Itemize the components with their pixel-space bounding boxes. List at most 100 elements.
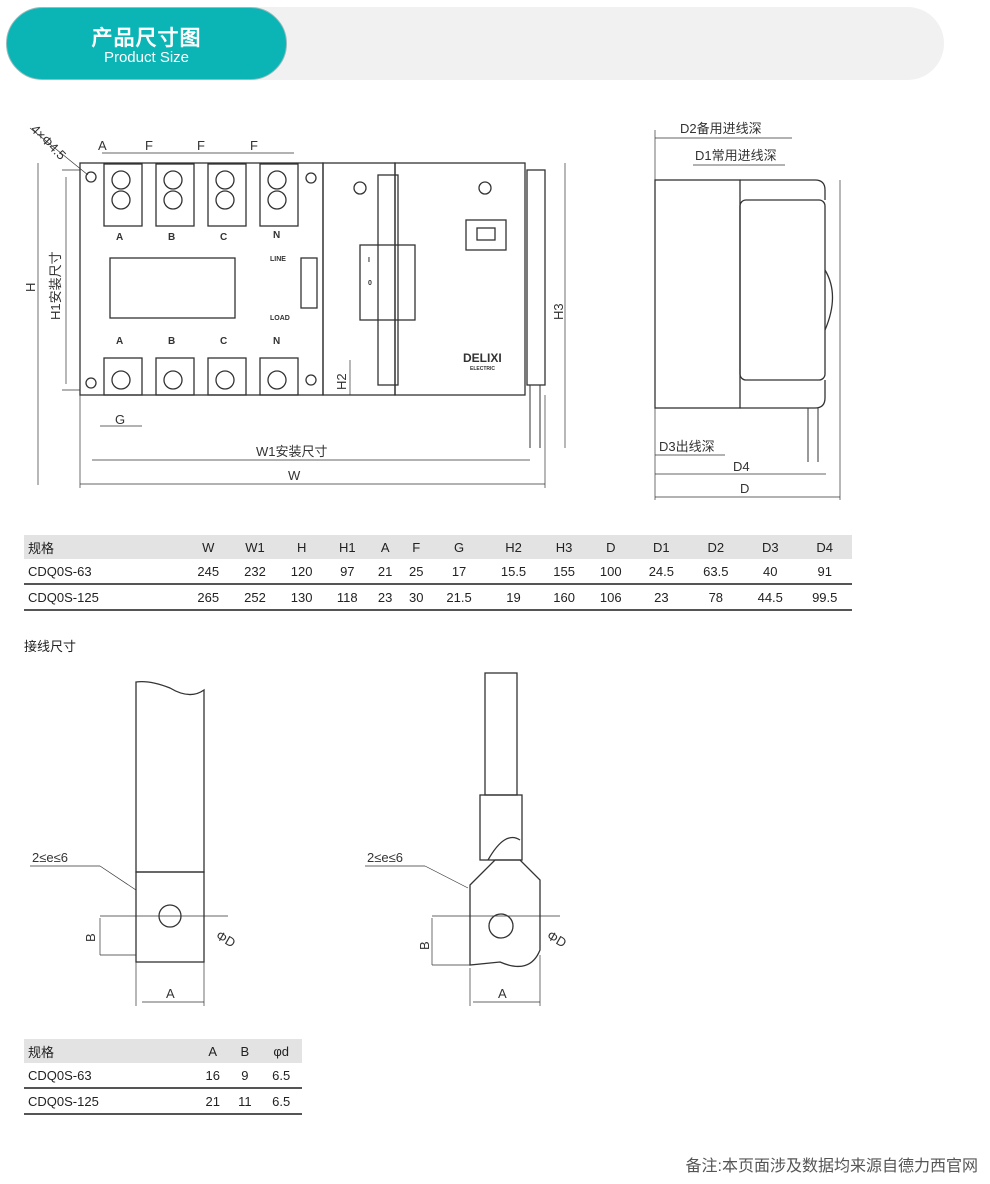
dim-h1: H1安装尺寸 [48,251,63,320]
cell: 24.5 [634,559,689,585]
dim-phid: ΦD [214,928,239,951]
cell: 21 [196,1088,230,1115]
phase-b-bottom: B [168,336,175,347]
cell: 78 [688,584,744,611]
dim-f1: F [145,138,153,153]
cell: 232 [231,559,279,585]
col-header: 规格 [24,535,185,559]
dim-w: W [288,468,301,483]
phase-b-top: B [168,232,175,243]
wiring-title: 接线尺寸 [24,639,77,654]
cell: 6.5 [260,1088,302,1115]
cell: 130 [278,584,325,611]
col-header: H2 [486,535,541,559]
col-header: φd [260,1039,302,1063]
line-label: LINE [270,256,286,263]
title-en: Product Size [103,49,190,66]
dim-phid-2: ΦD [545,928,570,951]
load-label: LOAD [270,315,290,322]
holes-label: 4×Φ4.5 [28,122,69,163]
cell: CDQ0S-63 [24,1063,197,1089]
section-title: 产品尺寸图 Product Size [6,7,287,80]
switch-on: I [368,257,370,264]
lug-terminal-drawing: 2≤e≤6 B A ΦD [365,672,570,1006]
col-header: A [369,535,401,559]
dim-a: A [98,138,107,153]
cell: 23 [369,584,401,611]
col-header: G [431,535,487,559]
col-header: A [196,1039,230,1063]
cell: 16 [196,1063,230,1089]
side-view-drawing: D2备用进线深 D1常用进线深 D3出线深 D4 D [654,121,841,500]
dim-b: B [83,933,98,942]
cell: 25 [400,559,432,585]
cell: 9 [229,1063,261,1089]
cell: CDQ0S-63 [24,559,185,585]
cell: 17 [431,559,487,585]
phase-c-bottom: C [220,336,227,347]
col-header: H3 [540,535,588,559]
switch-off: 0 [368,280,372,287]
brand-sub: ELECTRIC [470,366,495,372]
dim-a: A [166,986,175,1001]
cell: 30 [400,584,432,611]
dim-h: H [23,283,38,292]
dim-d: D [740,481,749,496]
cell: 91 [797,559,852,585]
dim-f2: F [197,138,205,153]
phase-a-bottom: A [116,336,123,347]
cell: 155 [540,559,588,585]
brand-logo: DELIXI [463,351,502,365]
col-header: B [229,1039,261,1063]
cell: 160 [540,584,588,611]
cell: 118 [325,584,370,611]
flat-terminal-drawing: 2≤e≤6 B A ΦD [30,680,239,1006]
dim-d1: D1常用进线深 [695,148,777,163]
cell: 6.5 [260,1063,302,1089]
cell: 252 [231,584,279,611]
neutral-bottom: N [273,336,280,347]
dim-a-2: A [498,986,507,1001]
dim-b-2: B [417,941,432,950]
dim-f3: F [250,138,258,153]
dim-d3: D3出线深 [659,439,715,454]
neutral-top: N [273,230,280,241]
cell: 44.5 [743,584,798,611]
col-header: D1 [634,535,689,559]
cell: CDQ0S-125 [24,584,185,611]
phase-a-top: A [116,232,123,243]
dim-w1: W1安装尺寸 [256,444,328,459]
front-view-drawing: A B C N A B C N LINE LOAD DELIXI ELECTRI… [23,122,566,488]
cell: 245 [184,559,232,585]
col-header: H [278,535,325,559]
dim-h2: H2 [334,373,349,390]
cell: 97 [325,559,370,585]
cell: 40 [743,559,798,585]
cell: 106 [587,584,635,611]
footer-note: 备注:本页面涉及数据均来源自德力西官网 [685,1158,978,1175]
cell: 63.5 [688,559,744,585]
dim-g: G [115,412,125,427]
phase-c-top: C [220,232,227,243]
dim-h3: H3 [551,303,566,320]
col-header: H1 [325,535,370,559]
cell: 100 [587,559,635,585]
cell: 265 [184,584,232,611]
col-header: D3 [743,535,798,559]
cell: 21 [369,559,401,585]
col-header: D2 [688,535,744,559]
title-cn: 产品尺寸图 [91,27,202,50]
dim-d4: D4 [733,459,750,474]
cell: 11 [229,1088,261,1115]
cell: 15.5 [486,559,541,585]
cell: 99.5 [797,584,852,611]
